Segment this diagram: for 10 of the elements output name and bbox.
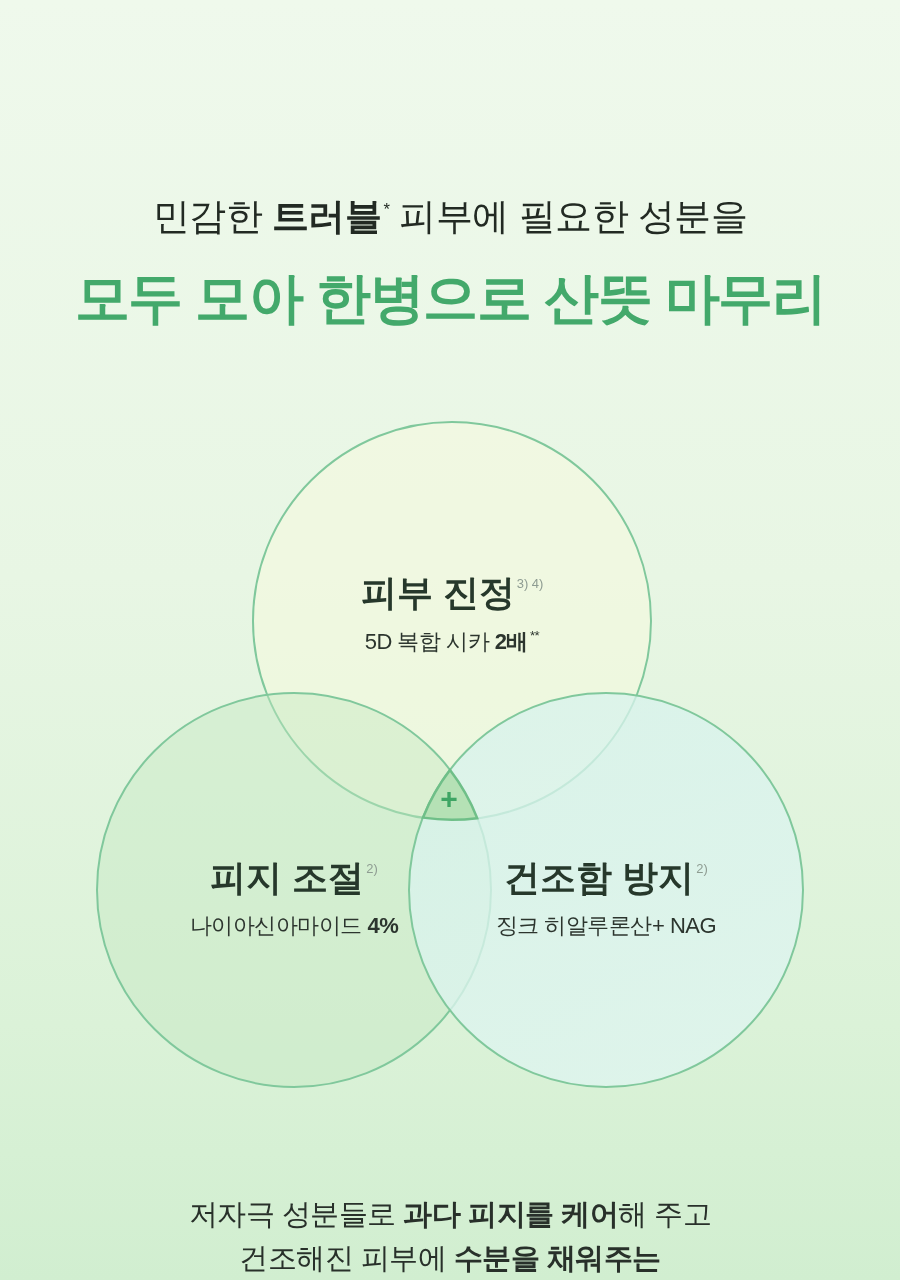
benefit-heading: 건조함 방지$^{2)}$ — [503, 855, 709, 899]
ingredient-text: 5D 복합 시카 2배$^{**}$ — [363, 629, 541, 655]
headline: 모두 모아 한병으로 산뜻 마무리 — [73, 266, 827, 331]
intro-text: 민감한 트러블$^{*}$ 피부에 필요한 성분을 — [151, 195, 749, 239]
ingredient-text: 징크 히알루론산+ NAG — [494, 913, 718, 939]
benefit-heading: 피부 진정$^{3) 4)}$ — [359, 570, 545, 614]
plus-sign: + — [439, 784, 459, 814]
ingredient-text: 나이아신아마이드 4% — [188, 913, 400, 939]
description-text: 저자극 성분들로 과다 피지를 케어해 주고 건조해진 피부에 수분을 채워주는 — [187, 1197, 713, 1276]
benefit-heading: 피지 조절$^{2)}$ — [209, 855, 379, 899]
